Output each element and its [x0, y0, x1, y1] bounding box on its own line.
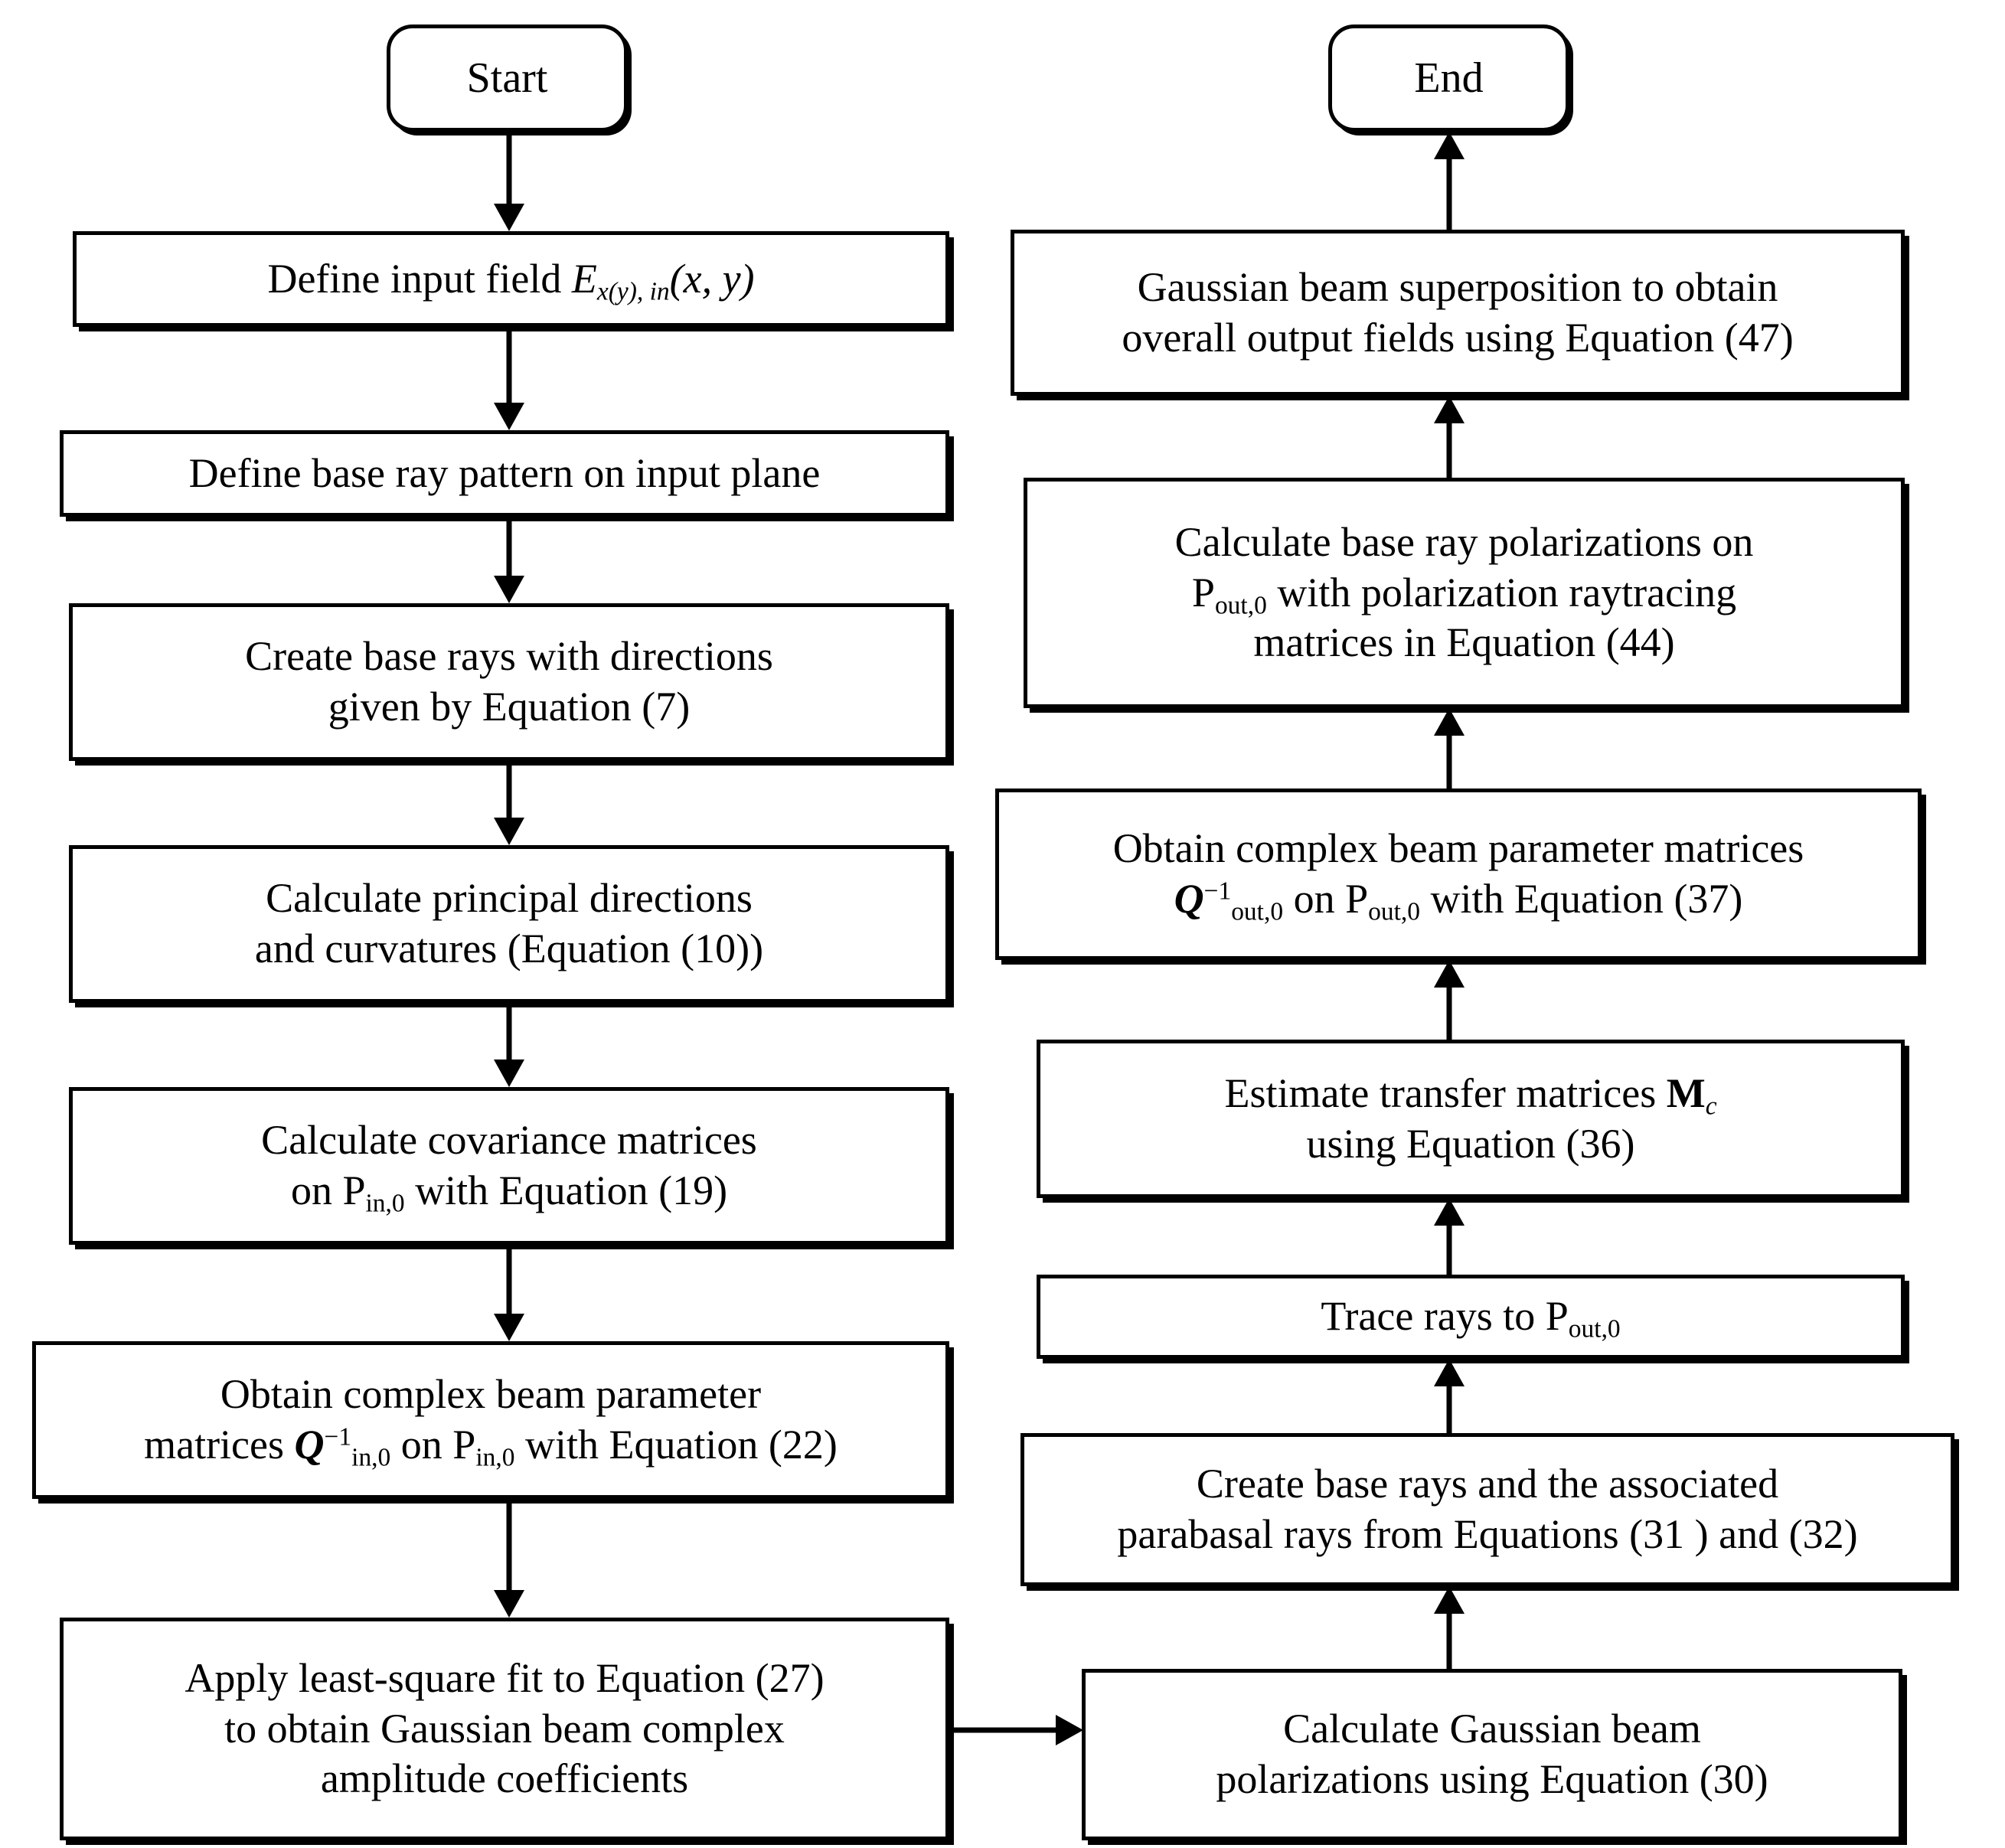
- arrow-obtain-complex-in-to-least-square: [494, 1499, 524, 1618]
- arrow-base-ray-pattern-to-create-base-rays: [494, 517, 524, 603]
- covariance-line2-sub: in,0: [365, 1189, 405, 1218]
- define-input-field-symbol: E: [571, 255, 597, 302]
- obtain-complex-out-superscript: −1: [1203, 877, 1232, 906]
- arrow-estimate-transfer-to-obtain-complex-out: [1434, 960, 1465, 1040]
- node-end-label: End: [1414, 54, 1484, 102]
- node-gaussian-beam-superposition[interactable]: Gaussian beam superposition to obtain ov…: [1011, 230, 1905, 396]
- arrow-least-square-to-gaussian-polarizations: [949, 1713, 1083, 1747]
- node-obtain-complex-beam-parameter-in[interactable]: Obtain complex beam parameter matrices Q…: [32, 1341, 949, 1499]
- node-define-base-ray-pattern[interactable]: Define base ray pattern on input plane: [60, 430, 949, 517]
- base-ray-polarizations-line2-sub: out,0: [1214, 590, 1267, 619]
- define-input-field-prefix: Define input field: [267, 255, 572, 302]
- arrow-covariance-to-obtain-complex-in: [494, 1245, 524, 1341]
- principal-directions-line1: Calculate principal directions: [266, 875, 753, 922]
- parabasal-line1: Create base rays and the associated: [1196, 1461, 1779, 1507]
- node-apply-least-square-fit-label: Apply least-square fit to Equation (27) …: [71, 1654, 938, 1805]
- obtain-complex-in-line2-b: on P: [390, 1422, 476, 1468]
- arrow-define-input-field-to-base-ray-pattern: [494, 327, 524, 430]
- obtain-complex-in-symbol: Q: [294, 1422, 325, 1468]
- node-calculate-principal-directions[interactable]: Calculate principal directions and curva…: [69, 845, 949, 1003]
- arrow-obtain-complex-out-to-base-ray-polarizations: [1434, 708, 1465, 789]
- node-create-base-rays-label: Create base rays with directions given b…: [80, 632, 938, 733]
- node-end[interactable]: End: [1328, 24, 1569, 132]
- arrow-base-ray-polarizations-to-superposition: [1434, 396, 1465, 478]
- node-calculate-covariance-matrices-label: Calculate covariance matrices on Pin,0 w…: [80, 1115, 938, 1216]
- obtain-complex-out-line2-b: with Equation (37): [1419, 876, 1743, 922]
- obtain-complex-in-line2-c: with Equation (22): [514, 1422, 838, 1468]
- transfer-line1-a: Estimate transfer matrices: [1224, 1069, 1667, 1116]
- node-start[interactable]: Start: [387, 24, 628, 132]
- node-calculate-covariance-matrices[interactable]: Calculate covariance matrices on Pin,0 w…: [69, 1087, 949, 1245]
- obtain-complex-in-superscript: −1: [324, 1422, 352, 1451]
- trace-rays-prefix: Trace rays to P: [1321, 1293, 1569, 1340]
- obtain-complex-out-line1: Obtain complex beam parameter matrices: [1112, 825, 1804, 872]
- node-calculate-base-ray-polarizations-label: Calculate base ray polarizations on Pout…: [1035, 518, 1893, 669]
- gaussian-polarizations-line2: polarizations using Equation (30): [1216, 1756, 1768, 1802]
- least-square-line3: amplitude coefficients: [320, 1755, 689, 1802]
- arrow-create-base-rays-to-principal-directions: [494, 761, 524, 845]
- create-base-rays-line2: given by Equation (7): [328, 684, 691, 730]
- node-obtain-complex-beam-parameter-in-label: Obtain complex beam parameter matrices Q…: [44, 1370, 938, 1471]
- obtain-complex-out-symbol: Q: [1174, 876, 1204, 922]
- node-start-label: Start: [466, 54, 548, 102]
- node-define-input-field-label: Define input field Ex(y), in(x, y): [84, 254, 938, 305]
- node-trace-rays-label: Trace rays to Pout,0: [1048, 1291, 1893, 1342]
- base-ray-polarizations-line2-b: with polarization raytracing: [1266, 569, 1737, 615]
- node-apply-least-square-fit[interactable]: Apply least-square fit to Equation (27) …: [60, 1618, 949, 1840]
- obtain-complex-in-subscript2: in,0: [475, 1443, 515, 1472]
- arrow-gaussian-polarizations-to-create-parabasal: [1434, 1586, 1465, 1669]
- arrow-start-to-define-input-field: [494, 132, 524, 231]
- node-define-base-ray-pattern-label: Define base ray pattern on input plane: [188, 449, 821, 496]
- node-gaussian-beam-superposition-label: Gaussian beam superposition to obtain ov…: [1022, 263, 1893, 364]
- define-input-field-subscript: x(y), in: [596, 276, 670, 305]
- node-estimate-transfer-matrices[interactable]: Estimate transfer matrices Mc using Equa…: [1037, 1040, 1905, 1198]
- covariance-line2-a: on P: [290, 1167, 366, 1213]
- transfer-line2: using Equation (36): [1306, 1120, 1635, 1167]
- arrow-create-parabasal-to-trace-rays: [1434, 1359, 1465, 1433]
- covariance-line2-b: with Equation (19): [404, 1167, 728, 1213]
- node-estimate-transfer-matrices-label: Estimate transfer matrices Mc using Equa…: [1048, 1069, 1893, 1170]
- principal-directions-line2: and curvatures (Equation (10)): [254, 926, 764, 971]
- node-obtain-complex-beam-parameter-out[interactable]: Obtain complex beam parameter matrices Q…: [995, 789, 1922, 960]
- node-calculate-gaussian-beam-polarizations[interactable]: Calculate Gaussian beam polarizations us…: [1082, 1669, 1902, 1840]
- base-ray-polarizations-line1: Calculate base ray polarizations on: [1174, 518, 1754, 565]
- arrow-superposition-to-end: [1434, 132, 1465, 230]
- obtain-complex-out-line2-a: on P: [1283, 876, 1369, 922]
- node-create-base-rays[interactable]: Create base rays with directions given b…: [69, 603, 949, 761]
- parabasal-line2: parabasal rays from Equations (31 ) and …: [1117, 1511, 1858, 1557]
- trace-rays-subscript: out,0: [1568, 1314, 1621, 1344]
- node-calculate-principal-directions-label: Calculate principal directions and curva…: [80, 873, 938, 975]
- covariance-line1: Calculate covariance matrices: [261, 1117, 757, 1164]
- gaussian-polarizations-line1: Calculate Gaussian beam: [1283, 1706, 1701, 1752]
- node-calculate-gaussian-beam-polarizations-label: Calculate Gaussian beam polarizations us…: [1093, 1704, 1891, 1805]
- obtain-complex-in-line2-a: matrices: [144, 1422, 295, 1468]
- obtain-complex-out-subscript: out,0: [1231, 897, 1284, 926]
- superposition-line2: overall output fields using Equation (47…: [1122, 314, 1794, 361]
- create-base-rays-line1: Create base rays with directions: [245, 633, 773, 680]
- node-trace-rays[interactable]: Trace rays to Pout,0: [1037, 1275, 1905, 1359]
- node-create-base-and-parabasal-rays-label: Create base rays and the associated para…: [1032, 1459, 1943, 1560]
- transfer-subscript: c: [1705, 1091, 1717, 1120]
- obtain-complex-in-line1: Obtain complex beam parameter: [220, 1371, 762, 1418]
- define-input-field-suffix: (x, y): [669, 255, 755, 302]
- node-create-base-and-parabasal-rays[interactable]: Create base rays and the associated para…: [1020, 1433, 1954, 1586]
- arrow-trace-rays-to-estimate-transfer: [1434, 1198, 1465, 1275]
- transfer-symbol: M: [1666, 1069, 1706, 1116]
- obtain-complex-out-subscript2: out,0: [1368, 897, 1420, 926]
- node-define-input-field[interactable]: Define input field Ex(y), in(x, y): [73, 231, 949, 327]
- node-calculate-base-ray-polarizations[interactable]: Calculate base ray polarizations on Pout…: [1024, 478, 1905, 708]
- superposition-line1: Gaussian beam superposition to obtain: [1137, 263, 1778, 310]
- node-obtain-complex-beam-parameter-out-label: Obtain complex beam parameter matrices Q…: [1007, 824, 1910, 925]
- base-ray-polarizations-line3: matrices in Equation (44): [1253, 619, 1675, 666]
- obtain-complex-in-subscript: in,0: [351, 1443, 391, 1472]
- least-square-line2: to obtain Gaussian beam complex: [224, 1705, 785, 1752]
- arrow-principal-directions-to-covariance: [494, 1003, 524, 1087]
- least-square-line1: Apply least-square fit to Equation (27): [184, 1654, 825, 1701]
- base-ray-polarizations-line2-a: P: [1191, 569, 1215, 615]
